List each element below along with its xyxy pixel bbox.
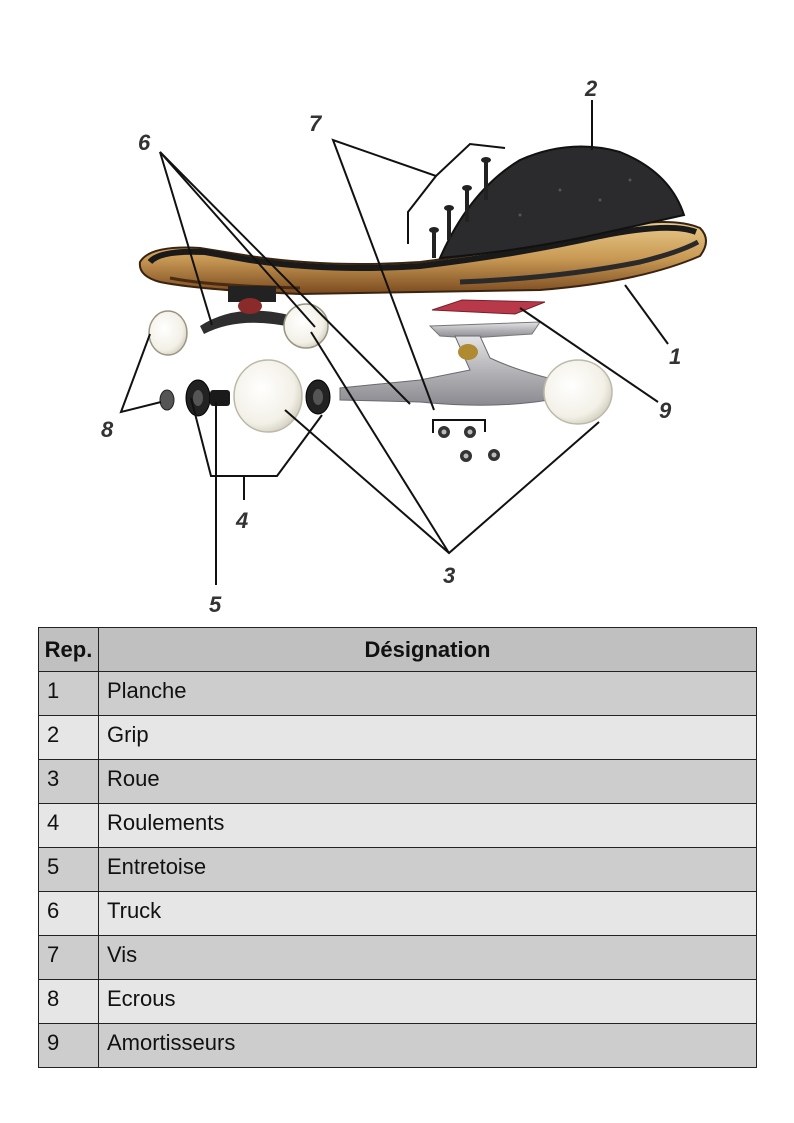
- leader-lines: [119, 100, 669, 585]
- cell-designation: Ecrous: [98, 979, 757, 1024]
- shock-pad-shape: [431, 299, 546, 315]
- callout-4: 4: [235, 508, 248, 533]
- cell-designation: Planche: [98, 671, 757, 716]
- table-row: 7 Vis: [38, 935, 757, 980]
- callout-8: 8: [101, 417, 114, 442]
- cell-rep: 5: [38, 847, 99, 892]
- cell-rep: 8: [38, 979, 99, 1024]
- screws-shape: [429, 157, 491, 258]
- table-row: 8 Ecrous: [38, 979, 757, 1024]
- table-row: 6 Truck: [38, 891, 757, 936]
- callout-7: 7: [309, 111, 323, 136]
- callout-3: 3: [443, 563, 455, 588]
- deck-shape: [138, 220, 707, 296]
- cell-rep: 3: [38, 759, 99, 804]
- cell-designation: Vis: [98, 935, 757, 980]
- cell-rep: 9: [38, 1023, 99, 1068]
- table-row: 5 Entretoise: [38, 847, 757, 892]
- table-row: 2 Grip: [38, 715, 757, 760]
- cell-designation: Truck: [98, 891, 757, 936]
- table-row: 9 Amortisseurs: [38, 1023, 757, 1068]
- cell-designation: Grip: [98, 715, 757, 760]
- cell-rep: 2: [38, 715, 99, 760]
- cell-designation: Entretoise: [98, 847, 757, 892]
- right-truck-shape: [339, 321, 613, 425]
- grip-tape-shape: [438, 145, 686, 260]
- skateboard-exploded-diagram: 6 7 2 1 9 8 4 3 5: [101, 76, 707, 617]
- wheel-assembly-shape: [159, 359, 331, 433]
- parts-table: Rep. Désignation 1 Planche 2 Grip 3 Roue…: [38, 627, 757, 1068]
- callout-2: 2: [584, 76, 598, 101]
- table-row: 3 Roue: [38, 759, 757, 804]
- callout-6: 6: [138, 130, 151, 155]
- cell-rep: 1: [38, 671, 99, 716]
- table-row: 1 Planche: [38, 671, 757, 716]
- table-header-row: Rep. Désignation: [38, 627, 757, 672]
- table-row: 4 Roulements: [38, 803, 757, 848]
- callout-1: 1: [669, 344, 681, 369]
- callout-9: 9: [659, 398, 672, 423]
- cell-rep: 6: [38, 891, 99, 936]
- header-designation: Désignation: [98, 627, 757, 672]
- cell-designation: Roulements: [98, 803, 757, 848]
- cell-rep: 7: [38, 935, 99, 980]
- left-truck-shape: [148, 286, 329, 356]
- cell-designation: Amortisseurs: [98, 1023, 757, 1068]
- cell-designation: Roue: [98, 759, 757, 804]
- header-rep: Rep.: [38, 627, 99, 672]
- callout-5: 5: [209, 592, 222, 617]
- cell-rep: 4: [38, 803, 99, 848]
- nuts-shape: [438, 426, 500, 462]
